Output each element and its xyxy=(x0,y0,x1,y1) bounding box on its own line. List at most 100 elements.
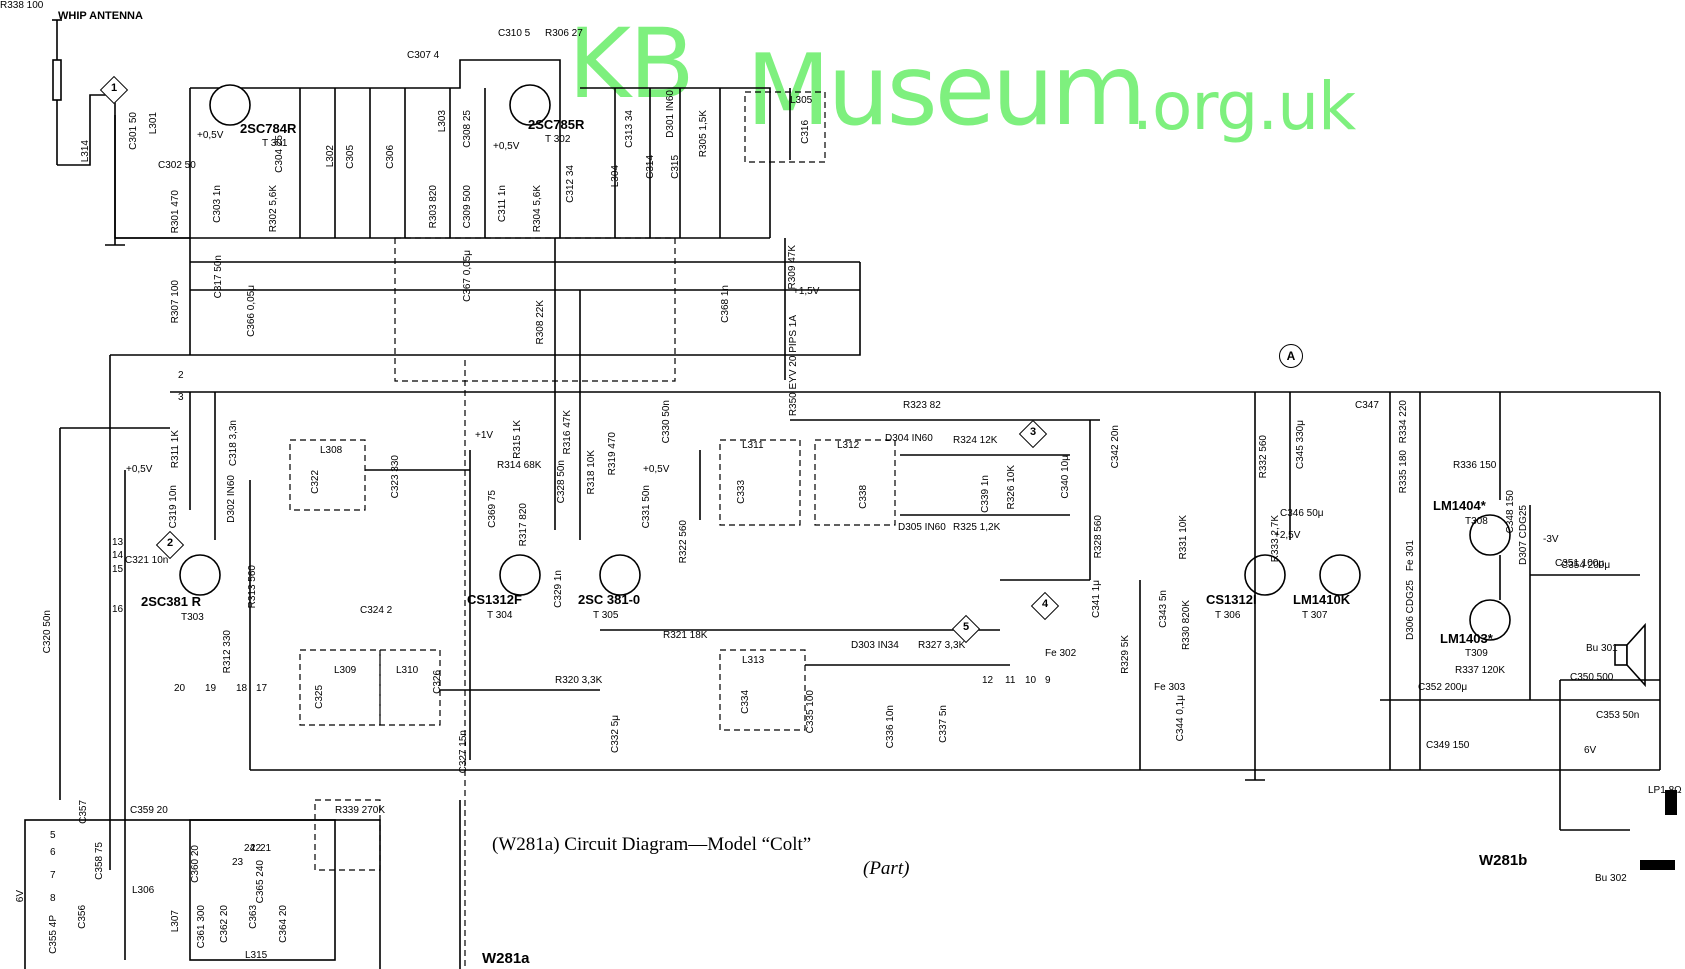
component-label: C318 3,3n xyxy=(228,420,239,467)
component-label: C341 1μ xyxy=(1091,580,1102,619)
component-label: R308 22K xyxy=(535,300,546,345)
component-label: D301 IN60 xyxy=(665,90,676,138)
component-label: R321 18K xyxy=(663,630,708,641)
component-label: C348 150 xyxy=(1505,490,1516,534)
component-label: L308 xyxy=(320,445,343,456)
switch-contact-number: 17 xyxy=(256,683,268,694)
component-label: R313 560 xyxy=(247,565,258,609)
component-label: C345 330μ xyxy=(1295,420,1306,470)
component-label: C317 50n xyxy=(213,255,224,299)
component-label: L305 xyxy=(790,95,813,106)
voltage-label: +0,5V xyxy=(197,130,224,141)
component-label: R305 1,5K xyxy=(698,110,709,158)
component-label: C350 500 xyxy=(1570,672,1614,683)
component-label: C309 500 xyxy=(462,185,473,229)
voltage-label: +1,5V xyxy=(793,286,820,297)
component-label: R317 820 xyxy=(518,503,529,547)
transistor-type: 2SC784R xyxy=(240,121,297,136)
component-label: C327 15n xyxy=(458,730,469,774)
component-label: C308 25 xyxy=(462,110,473,148)
transistor-type: CS1312I xyxy=(1206,592,1257,607)
component-label: R332 560 xyxy=(1258,435,1269,479)
component-label: C364 20 xyxy=(278,905,289,943)
transistor-ref: T303 xyxy=(181,612,204,623)
component-label: R335 180 xyxy=(1398,450,1409,494)
component-label: C362 20 xyxy=(219,905,230,943)
component-label: R329 5K xyxy=(1120,635,1131,674)
component-label: Bu 301 xyxy=(1586,643,1618,654)
component-label: R319 470 xyxy=(607,432,618,476)
diagram-subtitle: (Part) xyxy=(863,858,910,879)
component-label: Fe 301 xyxy=(1405,540,1416,572)
component-label: L309 xyxy=(334,665,357,676)
transistor-type: 2SC785R xyxy=(528,117,585,132)
component-label: C338 xyxy=(858,485,869,509)
switch-contact-number: 7 xyxy=(50,870,56,881)
component-label: C307 4 xyxy=(407,50,440,61)
component-label: C322 xyxy=(310,470,321,494)
component-label: R307 100 xyxy=(170,280,181,324)
component-label: L314 xyxy=(80,140,91,163)
component-label: R303 820 xyxy=(428,185,439,229)
watermark-domain: .org.uk xyxy=(1132,68,1356,145)
component-label: C321 10n xyxy=(125,555,169,566)
component-label: C326 xyxy=(432,670,443,694)
test-point-number: 4 xyxy=(1041,598,1049,610)
component-label: C312 34 xyxy=(565,165,576,203)
component-label: C352 200μ xyxy=(1418,682,1468,693)
test-point-number: 2 xyxy=(166,537,174,549)
component-label: C320 50n xyxy=(42,610,53,654)
component-label: R312 330 xyxy=(222,630,233,674)
test-point-number: 5 xyxy=(962,621,970,633)
switch-contact-number: 19 xyxy=(205,683,217,694)
component-label: L315 xyxy=(245,950,268,961)
switch-contact-number: 16 xyxy=(112,604,124,615)
component-label: R322 560 xyxy=(678,520,689,564)
transistor-type: LM1403* xyxy=(1440,631,1493,646)
component-label: R318 10K xyxy=(586,450,597,495)
voltage-label: +2,5V xyxy=(1274,530,1301,541)
component-label: Bu 302 xyxy=(1595,873,1627,884)
component-label: C347 xyxy=(1355,400,1379,411)
component-label: R339 270K xyxy=(335,805,386,816)
test-point-number: 3 xyxy=(1029,426,1037,438)
switch-contact-number: 12 xyxy=(982,675,994,686)
component-label: C342 20n xyxy=(1110,425,1121,469)
component-label: R302 5,6K xyxy=(268,185,279,233)
switch-contact-number: 2 xyxy=(178,370,184,381)
component-label: C325 xyxy=(314,685,325,709)
component-label: D303 IN34 xyxy=(851,640,899,651)
component-label: C302 50 xyxy=(158,160,196,171)
component-label: C329 1n xyxy=(553,570,564,608)
transistor-ref: T 305 xyxy=(593,610,619,621)
transistor-ref: T 302 xyxy=(545,134,571,145)
switch-contact-number: 5 xyxy=(50,830,56,841)
transistor-type: LM1410K xyxy=(1293,592,1351,607)
component-label: LP1 8Ω xyxy=(1648,785,1682,796)
component-label: C346 50μ xyxy=(1280,508,1324,519)
component-label: L307 xyxy=(170,910,181,933)
component-label: R328 560 xyxy=(1093,515,1104,559)
component-label: L313 xyxy=(742,655,765,666)
transistor-type: CS1312F xyxy=(467,592,522,607)
transistor-ref: T308 xyxy=(1465,516,1488,527)
transistor-ref: T 307 xyxy=(1302,610,1328,621)
switch-contact-number: 21 xyxy=(260,843,272,854)
component-label: C328 50n xyxy=(556,460,567,504)
switch-contact-number: 15 xyxy=(112,564,124,575)
component-label: C323 330 xyxy=(390,455,401,499)
switch-contact-number: 24 xyxy=(244,843,256,854)
component-label: C311 1n xyxy=(497,185,508,223)
component-label: R337 120K xyxy=(1455,665,1506,676)
watermark-name: Museum xyxy=(746,34,1147,148)
component-label: R306 27 xyxy=(545,28,583,39)
component-label: C343 5n xyxy=(1158,590,1169,628)
sheet-label-left: W281a xyxy=(482,950,530,967)
component-label: C356 xyxy=(77,905,88,929)
component-label: R338 100 xyxy=(0,0,44,11)
component-label: R334 220 xyxy=(1398,400,1409,444)
component-label: L304 xyxy=(610,165,621,188)
component-label: C332 5μ xyxy=(610,715,621,754)
voltage-label: +0,5V xyxy=(493,141,520,152)
component-label: C357 xyxy=(78,800,89,824)
